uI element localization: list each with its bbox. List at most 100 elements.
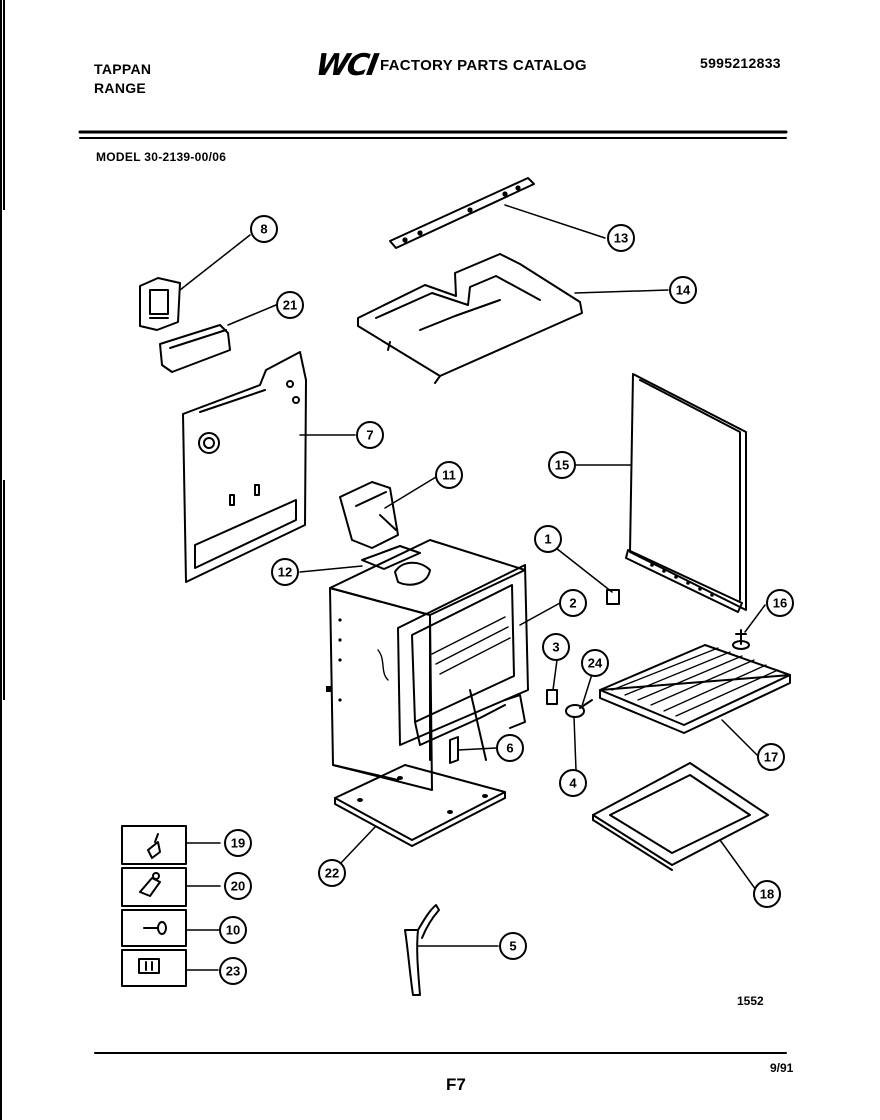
part-cover-plate	[159, 324, 231, 373]
brand-block: TAPPAN RANGE	[94, 60, 151, 98]
part-back-panel	[182, 351, 307, 583]
clip-icon	[147, 833, 161, 859]
page-code: F7	[446, 1075, 466, 1094]
callout-number: 17	[764, 750, 778, 765]
callout-13: 13	[607, 224, 635, 252]
callout-number: 19	[231, 836, 245, 851]
callout-circle	[542, 633, 570, 661]
callout-circle	[356, 421, 384, 449]
callout-circle	[276, 291, 304, 319]
drawing-number: 1552	[737, 994, 764, 1008]
model-number: MODEL 30-2139-00/06	[96, 150, 227, 164]
block-icon	[138, 958, 160, 974]
part-knob	[565, 699, 593, 718]
callout-circle	[224, 829, 252, 857]
callout-20: 20	[224, 872, 252, 900]
callout-3: 3	[542, 633, 570, 661]
header-rule	[78, 130, 788, 139]
callout-number: 22	[325, 866, 339, 881]
catalog-title: FACTORY PARTS CATALOG	[380, 57, 587, 74]
callout-number: 3	[552, 640, 559, 655]
callout-4: 4	[559, 769, 587, 797]
callout-24: 24	[581, 649, 609, 677]
callout-2: 2	[559, 589, 587, 617]
small-parts-legend	[121, 825, 187, 987]
callout-circle	[559, 769, 587, 797]
callout-number: 1	[544, 532, 551, 547]
part-terminal-block	[139, 277, 181, 331]
callout-7: 7	[356, 421, 384, 449]
callout-1: 1	[534, 525, 562, 553]
callout-number: 5	[509, 939, 516, 954]
part-oven-vent	[361, 545, 431, 586]
brand-name: TAPPAN	[94, 61, 152, 77]
callout-number: 20	[231, 879, 245, 894]
callout-circle	[559, 589, 587, 617]
callout-number: 2	[569, 596, 576, 611]
callout-22: 22	[318, 859, 346, 887]
clamp-icon	[139, 872, 161, 897]
callout-8: 8	[250, 215, 278, 243]
part-rack-support	[404, 904, 440, 996]
callout-17: 17	[757, 743, 785, 771]
callout-number: 4	[569, 776, 577, 791]
part-bumper	[546, 689, 558, 705]
callout-number: 21	[283, 298, 297, 313]
part-oven-rack	[599, 644, 791, 734]
callout-number: 11	[442, 468, 456, 483]
callout-circle	[318, 859, 346, 887]
callout-14: 14	[669, 276, 697, 304]
callout-19: 19	[224, 829, 252, 857]
product-type: RANGE	[94, 80, 147, 96]
callout-circle	[607, 224, 635, 252]
callout-circle	[534, 525, 562, 553]
callout-circle	[219, 916, 247, 944]
callout-circle	[548, 451, 576, 479]
callout-circle	[499, 932, 527, 960]
part-oven-body	[326, 539, 529, 791]
callout-circle	[219, 957, 247, 985]
part-broiler-pan	[592, 762, 769, 871]
callout-6: 6	[496, 734, 524, 762]
part-top-panel	[357, 253, 583, 384]
callout-23: 23	[219, 957, 247, 985]
scan-edge	[0, 0, 5, 1120]
callout-12: 12	[271, 558, 299, 586]
part-bracket	[449, 736, 459, 764]
part-vent-duct	[339, 481, 399, 549]
callout-18: 18	[753, 880, 781, 908]
callout-circle	[766, 589, 794, 617]
callout-circle	[250, 215, 278, 243]
callout-16: 16	[766, 589, 794, 617]
part-clip	[606, 589, 620, 605]
callout-21: 21	[276, 291, 304, 319]
callout-15: 15	[548, 451, 576, 479]
callout-10: 10	[219, 916, 247, 944]
callout-circle	[496, 734, 524, 762]
callout-circle	[753, 880, 781, 908]
callout-5: 5	[499, 932, 527, 960]
callout-circle	[757, 743, 785, 771]
part-top-rail	[389, 177, 535, 249]
callout-number: 16	[773, 596, 787, 611]
callout-number: 10	[226, 923, 240, 938]
callout-number: 15	[555, 458, 569, 473]
date-code: 9/91	[770, 1061, 794, 1075]
callout-number: 7	[366, 428, 373, 443]
part-leveling-leg	[732, 629, 750, 650]
callout-number: 13	[614, 231, 628, 246]
callout-circle	[271, 558, 299, 586]
callout-number: 12	[278, 565, 292, 580]
part-bottom-panel	[334, 764, 506, 847]
screw-icon	[143, 921, 167, 935]
callout-number: 24	[588, 656, 603, 671]
callout-number: 18	[760, 887, 774, 902]
callout-circle	[669, 276, 697, 304]
callout-circle	[581, 649, 609, 677]
callout-number: 23	[226, 964, 240, 979]
callout-circle	[435, 461, 463, 489]
part-side-panel	[625, 373, 747, 613]
callout-11: 11	[435, 461, 463, 489]
